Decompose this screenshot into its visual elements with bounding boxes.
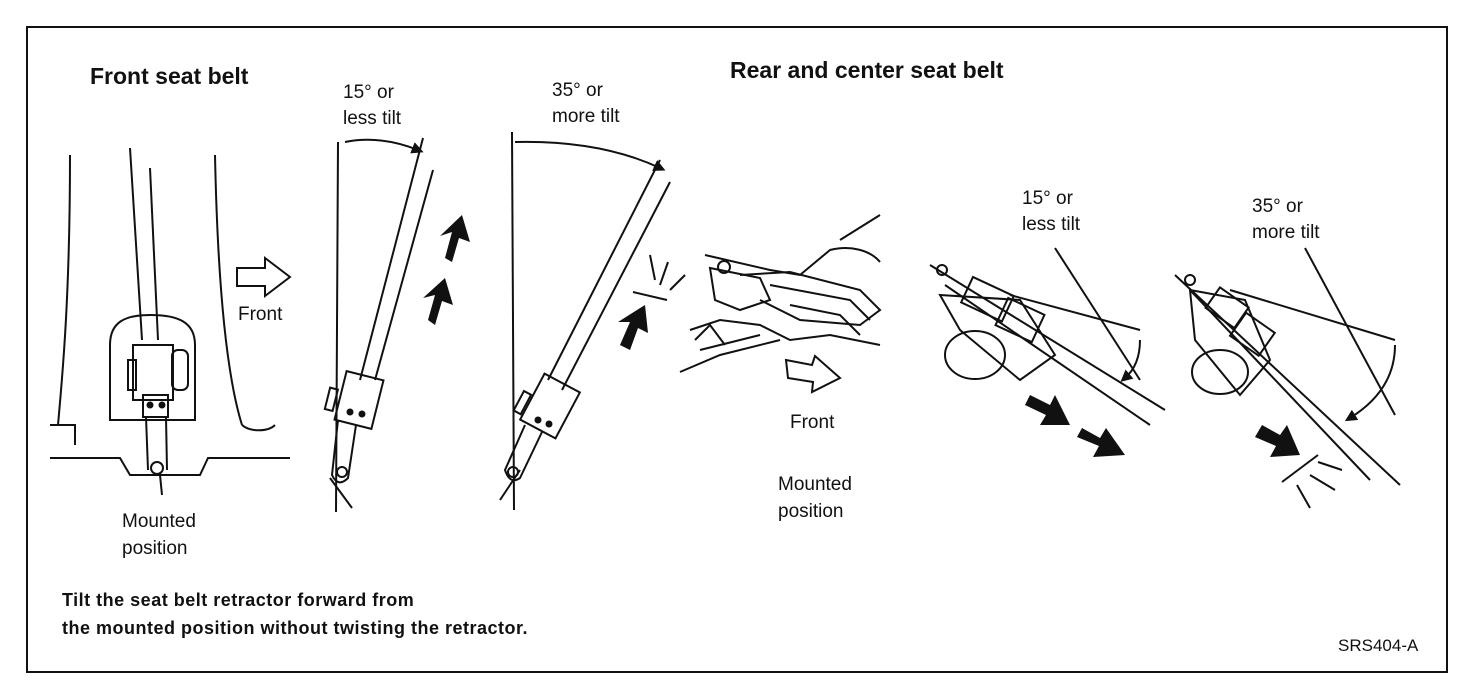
rear-tilt-15-retractor (929, 247, 1166, 426)
upward-arrow-3 (618, 305, 648, 350)
front-seat-belt-heading: Front seat belt (90, 63, 249, 89)
rear-seat-belt-heading: Rear and center seat belt (730, 57, 1004, 83)
rear-tilt-35-label-1: 35° or (1252, 196, 1303, 217)
front-mounted-label-2: position (122, 538, 188, 559)
front-tilt-15-label-2: less tilt (343, 108, 402, 129)
downward-arrow-2 (1077, 428, 1125, 457)
downward-arrow-3 (1255, 425, 1300, 457)
rear-tilt-35-retractor (1174, 247, 1401, 509)
rear-mounted-label-1: Mounted (778, 474, 852, 495)
rear-mounted-label-2: position (778, 501, 844, 522)
front-tilt-15-label-1: 15° or (343, 82, 394, 103)
rear-direction-arrow (784, 354, 842, 394)
upward-arrow-1 (440, 215, 470, 262)
instruction-line-1: Tilt the seat belt retractor forward fro… (62, 590, 415, 610)
rear-mounted-retractor (679, 214, 882, 373)
front-tilt-35-label-2: more tilt (552, 106, 620, 127)
rear-direction-label: Front (790, 412, 835, 433)
downward-arrow-1 (1025, 395, 1070, 425)
rear-tilt-35-label-2: more tilt (1252, 222, 1320, 243)
front-direction-label: Front (238, 304, 283, 325)
front-tilt-15-retractor (323, 137, 434, 513)
upward-arrow-2 (423, 278, 453, 325)
figure-code: SRS404-A (1338, 636, 1419, 655)
figure-border (26, 26, 1448, 673)
front-mounted-retractor (50, 147, 290, 496)
instruction-line-2: the mounted position without twisting th… (62, 618, 528, 638)
front-tilt-35-label-1: 35° or (552, 80, 603, 101)
rear-tilt-15-label-1: 15° or (1022, 188, 1073, 209)
front-mounted-label-1: Mounted (122, 511, 196, 532)
rear-tilt-15-label-2: less tilt (1022, 214, 1081, 235)
front-tilt-35-retractor (499, 131, 686, 511)
front-direction-arrow (236, 255, 292, 299)
